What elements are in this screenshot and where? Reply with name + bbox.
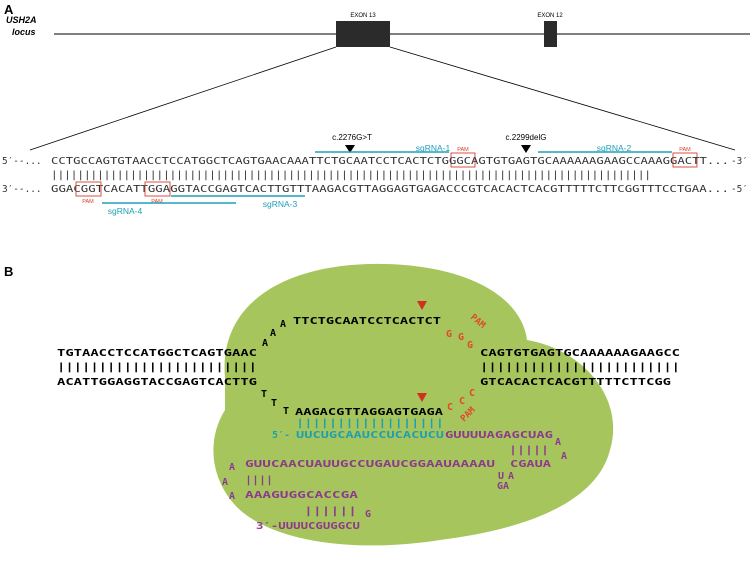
hairpin1-right: CGAUA — [510, 459, 551, 470]
stem1-u: U — [498, 471, 504, 482]
hairpin1-bars: ||||| — [509, 445, 549, 456]
top-strand-sequence: CCTGCCAGTGTAACCTCCATGGCTCAGTGAACAAATTCTG… — [51, 156, 729, 167]
exon-12-label: EXON 12 — [537, 13, 563, 19]
bubble-top-arc-2: A — [270, 328, 276, 339]
pam-label-3: PAM — [151, 199, 163, 205]
panel-a-letter: A — [4, 2, 14, 17]
pam-bot-c3: C — [469, 388, 475, 399]
stem1-a: A — [508, 471, 514, 482]
left-duplex-top: TGTAACCTCCATGGCTCAGTGAAC — [57, 348, 257, 359]
pam-box-4 — [75, 181, 102, 197]
pam-top-g1: G — [446, 329, 452, 340]
loop2-a2: A — [222, 477, 228, 488]
pam-box-3 — [144, 181, 171, 197]
exon-13-label: EXON 13 — [350, 13, 376, 19]
panel-b-letter: B — [4, 264, 13, 279]
bubble-bot-arc-1: T — [261, 389, 267, 400]
sgRNA-4-label: sgRNA-4 — [108, 206, 143, 216]
guide-repeat: GUUUUAGAGCUAG — [445, 430, 553, 441]
pam-bot-c1: C — [447, 402, 453, 413]
exon-13-box — [336, 21, 390, 47]
bottom-strand-suffix: -5′ — [731, 184, 748, 195]
hairpin3-loop: G — [365, 509, 371, 520]
zoom-line-right — [389, 46, 736, 151]
pam-bot-c2: C — [459, 396, 465, 407]
pam-box-1 — [450, 152, 476, 168]
cut-site-top — [417, 301, 427, 310]
cut-site-bottom — [417, 393, 427, 402]
hairpin2-right: AAAGUGGCACCGA — [245, 490, 358, 501]
guide-5prime: 5′- — [272, 430, 290, 441]
bubble-top-arc-1: A — [262, 338, 268, 349]
hairpin2-bars: |||| — [245, 475, 273, 486]
guide-spacer: UUCUGCAAUCCUCACUCU — [296, 430, 444, 441]
cas9-cloud — [213, 263, 614, 546]
bubble-bottom-sequence: AAGACGTTAGGAGTGAGA — [295, 407, 443, 418]
mutation-c2276-marker — [345, 145, 355, 153]
stem1-ga: GA — [497, 481, 509, 492]
pam-top-g2: G — [458, 332, 464, 343]
locus-subtitle: locus — [12, 27, 36, 37]
top-strand-suffix: -3′ — [731, 156, 748, 167]
right-duplex-top: CAGTGTGAGTGCAAAAAAGAAGCC — [480, 348, 680, 359]
loop1-a1: A — [555, 437, 561, 448]
locus-title: USH2A — [6, 15, 37, 25]
bottom-strand-prefix: 3′--... — [2, 184, 42, 195]
pam-label-2: PAM — [679, 147, 691, 153]
mutation-c2276-label: c.2276G>T — [332, 133, 372, 142]
pam-label-1: PAM — [457, 147, 469, 153]
mutation-c2299-label: c.2299delG — [506, 133, 547, 142]
tracr-tail: 3′-UUUUCGUGGCU — [256, 521, 360, 532]
pam-label-4: PAM — [82, 199, 94, 205]
hairpin3-bars: |||||| — [304, 506, 357, 517]
left-duplex-bottom: ACATTGGAGGTACCGAGTCACTTG — [57, 377, 257, 388]
bubble-top-sequence: TTCTGCAATCCTCACTCT — [293, 316, 441, 327]
guide-pairing-bars: |||||||||||||||||| — [296, 418, 444, 429]
mutation-c2299-marker — [521, 145, 531, 153]
sgRNA-2-label: sgRNA-2 — [597, 143, 632, 153]
bubble-bot-arc-3: T — [283, 406, 289, 417]
loop2-a1: A — [229, 462, 235, 473]
left-duplex-bars: |||||||||||||||||||||||| — [57, 362, 257, 373]
nexus-row: GUUCAACUAUUGCCUGAUCGGAAUAAAAU — [245, 459, 495, 470]
bubble-bot-arc-2: T — [271, 398, 277, 409]
bottom-strand-sequence: GGACGGTCACATTGGAGGTACCGAGTCACTTGTTTAAGAC… — [51, 184, 729, 195]
zoom-line-left — [29, 46, 337, 151]
right-duplex-bars: |||||||||||||||||||||||| — [480, 362, 680, 373]
base-pair-bars: ||||||||||||||||||||||||||||||||||||||||… — [51, 170, 651, 181]
sgRNA-1-label: sgRNA-1 — [416, 143, 451, 153]
loop1-a2: A — [561, 451, 567, 462]
right-duplex-bottom: GTCACACTCACGTTTTTCTTCGG — [480, 377, 671, 388]
top-strand-prefix: 5′--... — [2, 156, 42, 167]
pam-top-g3: G — [467, 340, 473, 351]
loop2-a3: A — [229, 491, 235, 502]
sgRNA-3-label: sgRNA-3 — [263, 199, 298, 209]
exon-12-box — [544, 21, 557, 47]
bubble-top-arc-3: A — [280, 319, 286, 330]
pam-box-2 — [672, 152, 698, 168]
